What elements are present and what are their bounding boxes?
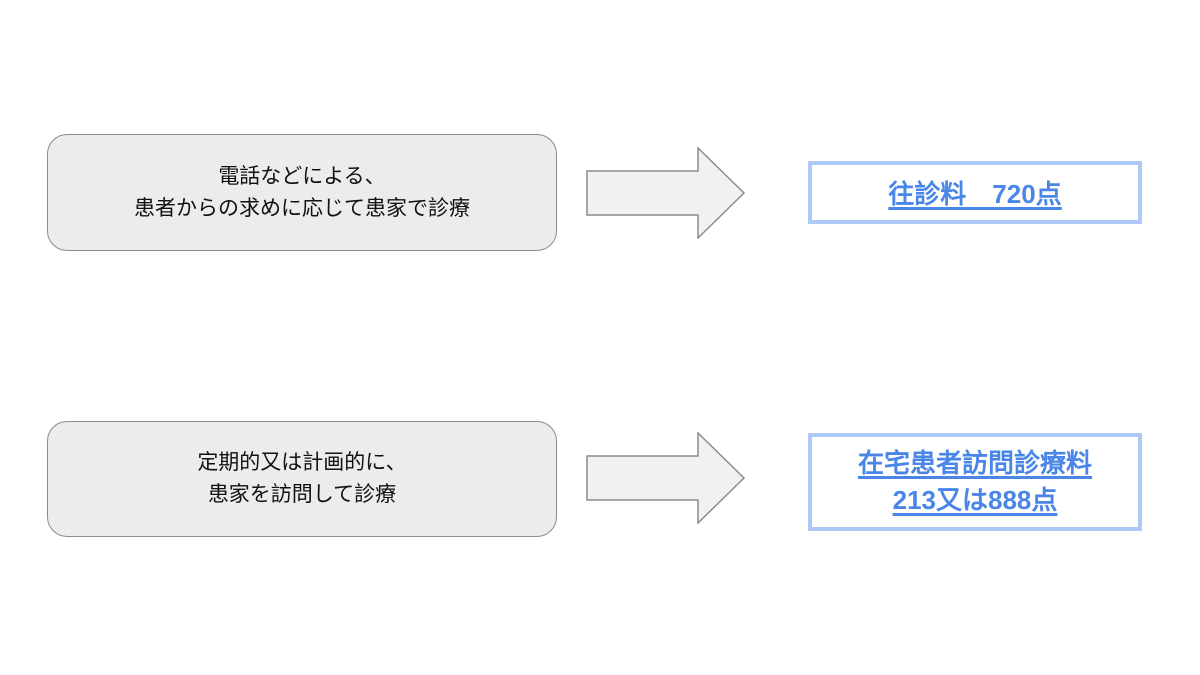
result-box-home-visit-fee: 在宅患者訪問診療料 213又は888点: [808, 433, 1142, 531]
source-text-line: 患者からの求めに応じて患家で診療: [134, 196, 470, 220]
source-box-on-demand-visit: 電話などによる、 患者からの求めに応じて患家で診療: [47, 134, 557, 251]
source-box-scheduled-visit: 定期的又は計画的に、 患家を訪問して診療: [47, 421, 557, 537]
result-text-line: 在宅患者訪問診療料: [857, 448, 1092, 478]
source-text-line: 患家を訪問して診療: [207, 483, 397, 506]
result-text-line: 往診料 720点: [888, 179, 1062, 209]
right-block-arrow-icon: [586, 147, 746, 239]
right-block-arrow-icon: [586, 432, 746, 524]
source-text-line: 定期的又は計画的に、: [197, 451, 407, 474]
result-box-house-call-fee: 往診料 720点: [808, 161, 1142, 224]
source-text-line: 電話などによる、: [218, 164, 386, 188]
result-text-line: 213又は888点: [892, 485, 1058, 515]
